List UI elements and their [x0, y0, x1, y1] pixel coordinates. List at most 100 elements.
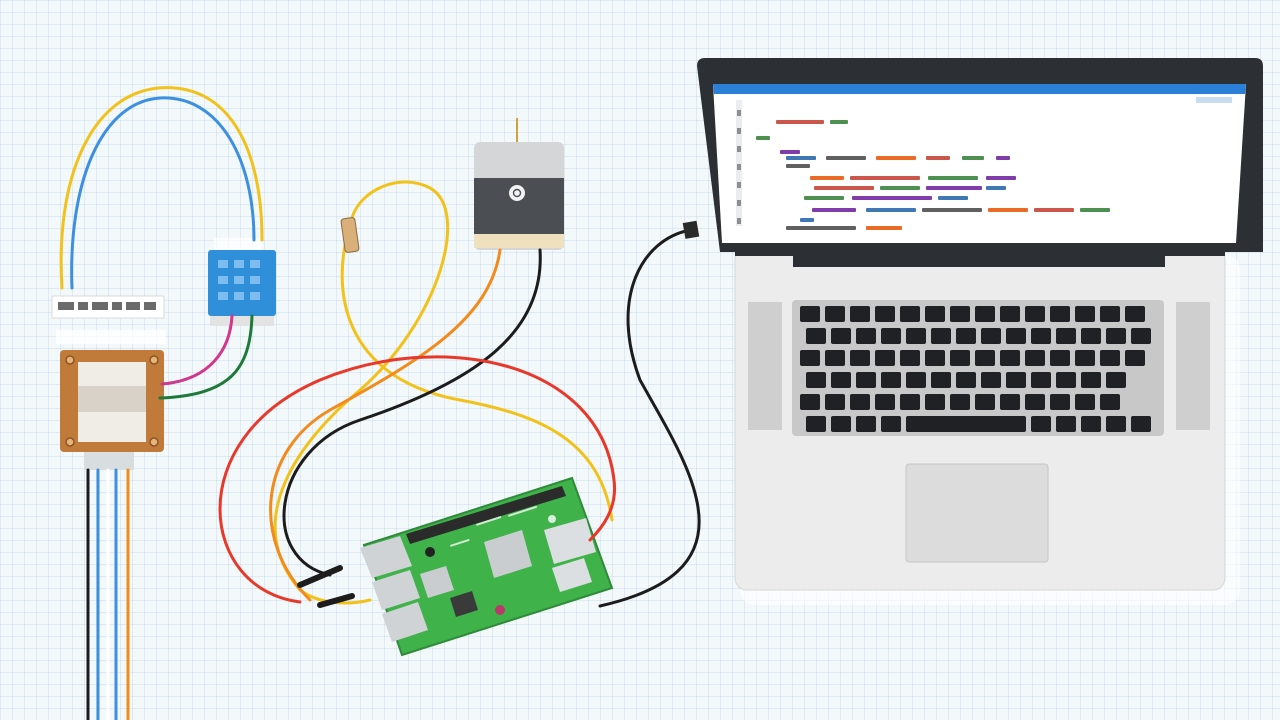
keyboard-key[interactable]: [850, 394, 870, 410]
touchpad[interactable]: [905, 463, 1049, 563]
keyboard-key[interactable]: [850, 306, 870, 322]
code-editor[interactable]: [737, 110, 1110, 230]
keyboard-key[interactable]: [881, 328, 901, 344]
keyboard-key[interactable]: [856, 372, 876, 388]
keyboard-key[interactable]: [950, 306, 970, 322]
keyboard-key[interactable]: [950, 350, 970, 366]
keyboard[interactable]: [800, 306, 1151, 432]
power-icon[interactable]: [509, 185, 525, 201]
keyboard-key[interactable]: [800, 350, 820, 366]
keyboard-key[interactable]: [881, 372, 901, 388]
keyboard-key[interactable]: [1075, 350, 1095, 366]
single-board-computer-icon[interactable]: [360, 476, 614, 657]
keyboard-key[interactable]: [1031, 328, 1051, 344]
keyboard-key[interactable]: [875, 350, 895, 366]
usb-port-1[interactable]: [360, 536, 412, 578]
keyboard-key[interactable]: [1100, 306, 1120, 322]
keyboard-key[interactable]: [1050, 394, 1070, 410]
keyboard-key[interactable]: [950, 394, 970, 410]
keyboard-key[interactable]: [956, 372, 976, 388]
usb-c-port[interactable]: [544, 518, 596, 564]
keyboard-key[interactable]: [1025, 350, 1045, 366]
keyboard-key[interactable]: [981, 328, 1001, 344]
keyboard-key[interactable]: [875, 306, 895, 322]
usb-plug: [682, 220, 700, 239]
code-token: [826, 156, 866, 160]
keyboard-key[interactable]: [831, 328, 851, 344]
keyboard-key[interactable]: [900, 306, 920, 322]
code-token: [928, 176, 978, 180]
editor-window-controls[interactable]: [1196, 97, 1232, 103]
keyboard-key[interactable]: [806, 416, 826, 432]
keyboard-key[interactable]: [850, 350, 870, 366]
keyboard-key[interactable]: [831, 372, 851, 388]
reset-button[interactable]: [495, 605, 505, 615]
keyboard-key[interactable]: [1075, 306, 1095, 322]
keyboard-key[interactable]: [900, 350, 920, 366]
keyboard-key[interactable]: [1081, 416, 1101, 432]
keyboard-key[interactable]: [1100, 394, 1120, 410]
keyboard-key[interactable]: [875, 394, 895, 410]
keyboard-key[interactable]: [1056, 328, 1076, 344]
line-number-marker: [737, 164, 741, 170]
keyboard-key[interactable]: [881, 416, 901, 432]
keyboard-key[interactable]: [1050, 350, 1070, 366]
keyboard-key[interactable]: [906, 416, 1026, 432]
keyboard-key[interactable]: [1131, 416, 1151, 432]
code-token: [1080, 208, 1110, 212]
hdmi-port[interactable]: [552, 558, 592, 592]
keyboard-key[interactable]: [856, 328, 876, 344]
keyboard-key[interactable]: [956, 328, 976, 344]
keyboard-key[interactable]: [975, 306, 995, 322]
keyboard-key[interactable]: [1100, 350, 1120, 366]
keyboard-key[interactable]: [806, 328, 826, 344]
keyboard-key[interactable]: [831, 416, 851, 432]
code-token: [926, 156, 950, 160]
keyboard-key[interactable]: [1000, 394, 1020, 410]
keyboard-key[interactable]: [1081, 328, 1101, 344]
keyboard-key[interactable]: [1081, 372, 1101, 388]
keyboard-key[interactable]: [931, 328, 951, 344]
keyboard-key[interactable]: [925, 394, 945, 410]
keyboard-key[interactable]: [900, 394, 920, 410]
keyboard-key[interactable]: [1106, 416, 1126, 432]
keyboard-key[interactable]: [925, 306, 945, 322]
processor-chip: [484, 530, 532, 578]
keyboard-key[interactable]: [1056, 416, 1076, 432]
usb-port-2[interactable]: [372, 570, 420, 610]
keyboard-key[interactable]: [825, 394, 845, 410]
keyboard-key[interactable]: [981, 372, 1001, 388]
keyboard-key[interactable]: [1131, 328, 1151, 344]
code-token: [786, 156, 816, 160]
keyboard-key[interactable]: [1006, 328, 1026, 344]
usb-cable-laptop: [598, 228, 701, 608]
keyboard-key[interactable]: [931, 372, 951, 388]
keyboard-key[interactable]: [1031, 416, 1051, 432]
keyboard-key[interactable]: [1000, 350, 1020, 366]
keyboard-key[interactable]: [1106, 372, 1126, 388]
keyboard-key[interactable]: [1050, 306, 1070, 322]
keyboard-key[interactable]: [1000, 306, 1020, 322]
keyboard-key[interactable]: [856, 416, 876, 432]
keyboard-key[interactable]: [975, 350, 995, 366]
keyboard-key[interactable]: [825, 350, 845, 366]
keyboard-key[interactable]: [1025, 394, 1045, 410]
keyboard-key[interactable]: [1106, 328, 1126, 344]
keyboard-key[interactable]: [925, 350, 945, 366]
keyboard-key[interactable]: [800, 306, 820, 322]
keyboard-key[interactable]: [806, 372, 826, 388]
keyboard-key[interactable]: [1125, 306, 1145, 322]
keyboard-key[interactable]: [1056, 372, 1076, 388]
keyboard-key[interactable]: [1006, 372, 1026, 388]
keyboard-key[interactable]: [1031, 372, 1051, 388]
ethernet-port[interactable]: [382, 602, 428, 642]
keyboard-key[interactable]: [906, 372, 926, 388]
keyboard-key[interactable]: [1075, 394, 1095, 410]
keyboard-key[interactable]: [975, 394, 995, 410]
keyboard-key[interactable]: [800, 394, 820, 410]
keyboard-key[interactable]: [1125, 350, 1145, 366]
keyboard-key[interactable]: [1025, 306, 1045, 322]
keyboard-key[interactable]: [825, 306, 845, 322]
keyboard-key[interactable]: [906, 328, 926, 344]
